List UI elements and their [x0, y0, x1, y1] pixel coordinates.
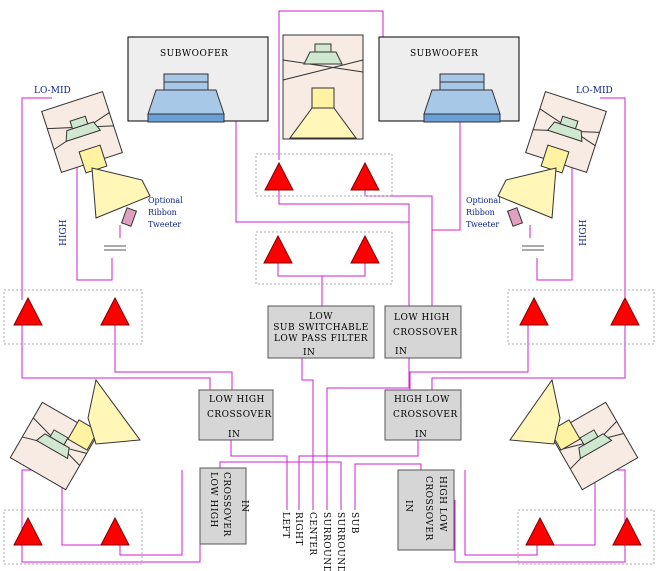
crossover-box-upper-right: LOW HIGH CROSSOVER IN [384, 305, 462, 359]
crossover-box-low-right: HIGH LOW CROSSOVER IN [397, 469, 455, 551]
amplifier-triangle [612, 516, 642, 546]
ribbon-left-line2: Ribbon [148, 208, 177, 217]
input-right-label: RIGHT [293, 512, 303, 546]
sub-filter-line1: LOW [309, 312, 333, 322]
input-surround-l-label: SURROUND L [321, 512, 331, 571]
crossover-low-right-in: IN [403, 500, 413, 512]
crossover-low-right-line2: CROSSOVER [423, 476, 433, 541]
high-right-label: HIGH [579, 219, 589, 246]
input-labels: LEFT RIGHT CENTER SURROUND L SURROUND R … [280, 512, 359, 571]
amplifier-triangle [610, 296, 640, 326]
crossover-mid-left-line2: CROSSOVER [207, 410, 272, 420]
amp-group-bottom-left [3, 509, 143, 565]
amplifiers [13, 161, 642, 546]
input-center-label: CENTER [307, 512, 317, 556]
amplifier-triangle [100, 516, 130, 546]
subwoofer-right-label: SUBWOOFER [410, 49, 478, 59]
ribbon-right-line1: Optional [466, 196, 501, 205]
input-sub-label: SUB [349, 512, 359, 534]
crossover-low-left-line1: LOW HIGH [208, 472, 218, 528]
crossover-upper-right-in: IN [395, 347, 407, 357]
crossover-box-mid-right: HIGH LOW CROSSOVER IN [384, 389, 462, 441]
amplifier-triangle [100, 296, 130, 326]
amp-group-top [255, 153, 393, 197]
amplifier-triangle [350, 161, 380, 191]
amplifier-triangle [13, 516, 43, 546]
sub-filter-box: LOW SUB SWITCHABLE LOW PASS FILTER IN [267, 305, 375, 359]
high-left-label: HIGH [59, 219, 69, 246]
amp-group-right [507, 289, 655, 345]
ribbon-right-line2: Ribbon [466, 208, 495, 217]
speaker-front-right: LO-MID HIGH Optional Ribbon Tweeter [466, 86, 613, 251]
crossover-upper-right-line2: CROSSOVER [393, 328, 458, 338]
sub-filter-line3: LOW PASS FILTER [274, 334, 368, 344]
input-left-label: LEFT [280, 512, 290, 539]
subwoofer-left-label: SUBWOOFER [160, 49, 228, 59]
sub-filter-in: IN [303, 348, 315, 358]
subwoofer-left: SUBWOOFER [127, 36, 269, 123]
speaker-front-left: LO-MID HIGH Optional Ribbon Tweeter [34, 86, 183, 251]
ribbon-left-line3: Tweeter [148, 220, 181, 229]
crossover-low-right-line1: HIGH LOW [437, 476, 447, 532]
crossover-mid-left-in: IN [228, 430, 240, 440]
crossover-box-low-left: LOW HIGH CROSSOVER IN [199, 467, 249, 545]
speaker-surround-left [9, 378, 141, 491]
ribbon-left-line1: Optional [148, 196, 183, 205]
crossover-box-mid-left: LOW HIGH CROSSOVER IN [198, 389, 274, 441]
amplifier-triangle [519, 296, 549, 326]
ribbon-right-line3: Tweeter [466, 220, 499, 229]
wiring [21, 10, 626, 563]
amp-group-center [255, 231, 393, 285]
crossover-upper-right-line1: LOW HIGH [394, 313, 450, 323]
amplifier-triangle [350, 234, 380, 264]
input-surround-r-label: SURROUND R [335, 512, 345, 571]
ribbon-tweeter-right-icon [506, 207, 524, 227]
amplifier-triangle [264, 161, 294, 191]
subwoofer-right: SUBWOOFER [378, 36, 520, 123]
crossover-low-left-line2: CROSSOVER [221, 472, 231, 537]
crossover-mid-right-line2: CROSSOVER [393, 410, 458, 420]
lomid-left-label: LO-MID [34, 86, 71, 96]
center-speaker [282, 34, 364, 140]
lomid-right-label: LO-MID [576, 86, 613, 96]
crossover-mid-right-line1: HIGH LOW [394, 395, 450, 405]
amplifier-triangle [525, 516, 555, 546]
speaker-surround-right [509, 378, 639, 491]
amplifier-triangle [13, 296, 43, 326]
amplifier-triangle [263, 234, 293, 264]
ribbon-tweeter-left-icon [120, 207, 138, 227]
amp-group-left [3, 289, 143, 345]
amp-group-bottom-right [517, 509, 655, 565]
crossover-low-left-in: IN [239, 500, 249, 512]
sub-filter-line2: SUB SWITCHABLE [273, 323, 369, 333]
crossover-mid-right-in: IN [415, 430, 427, 440]
crossover-mid-left-line1: LOW HIGH [209, 395, 265, 405]
